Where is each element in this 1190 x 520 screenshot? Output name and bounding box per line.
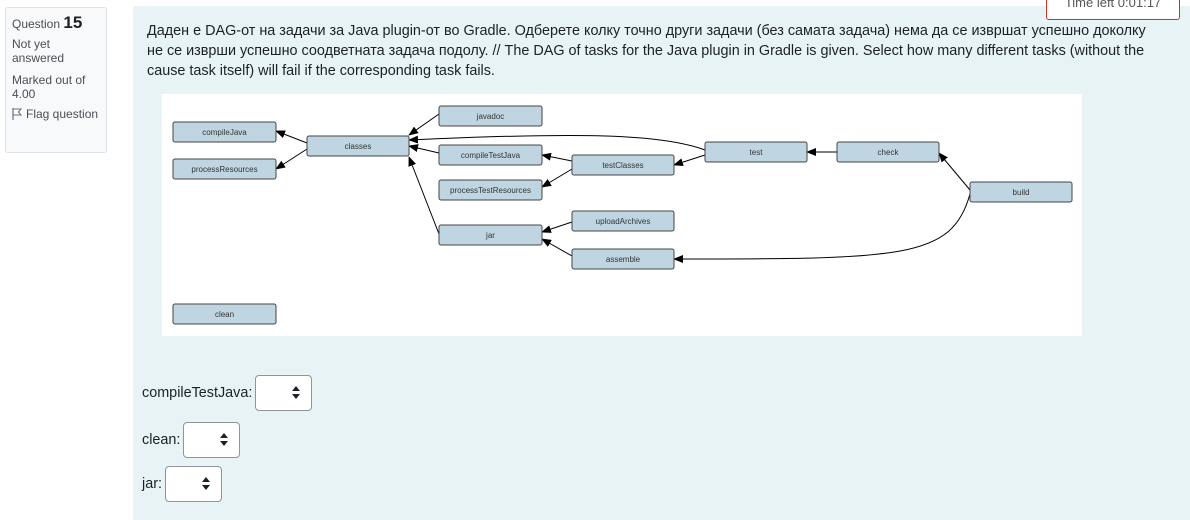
answer-select-clean[interactable] [183, 422, 241, 458]
dag-node-box [836, 141, 940, 163]
dag-edge-assemble-to-jar [541, 238, 573, 257]
dag-node-label: compileTestJava [461, 151, 521, 160]
dag-node-assemble: assemble [571, 248, 675, 270]
select-arrows-icon [292, 386, 301, 403]
dag-node-label: assemble [606, 255, 641, 264]
dag-node-box [438, 105, 543, 127]
dag-edge-test-to-testclasses [673, 154, 706, 167]
dag-node-label: test [750, 148, 764, 157]
answer-row-jar: jar: [142, 466, 222, 502]
question-marks: Marked out of 4.00 [12, 73, 86, 101]
question-info-panel: Question 15 Not yet answered Marked out … [5, 7, 107, 153]
dag-node-box [571, 210, 675, 232]
flag-icon [12, 108, 22, 120]
dag-node-box [438, 144, 543, 166]
task-dag-diagram: compileJava processResources classes javado… [162, 94, 1082, 336]
dag-edge-classes-to-compilejava [275, 130, 308, 144]
dag-node-jar: jar [438, 224, 543, 246]
dag-edge-jar-to-classes [408, 156, 440, 235]
dag-edge-build-to-assemble [673, 193, 971, 263]
dag-node-box [438, 179, 543, 201]
answer-select-compiletestjava[interactable] [255, 375, 313, 411]
question-text: Даден е DAG-от на задачи за Java plugin-… [147, 23, 1146, 79]
dag-edge-javadoc-to-classes [408, 113, 440, 136]
dag-edge-uploadarchives-to-jar [541, 221, 573, 233]
answer-label: compileTestJava: [142, 385, 253, 401]
dag-edge-classes-to-processresources [275, 148, 308, 170]
dag-edge-build-to-check [938, 152, 971, 191]
dag-node-box [172, 303, 277, 325]
answer-row-compiletestjava: compileTestJava: [142, 375, 313, 411]
dag-node-processtestresources: processTestResources [438, 179, 543, 201]
dag-node-uploadarchives: uploadArchives [571, 210, 675, 232]
dag-node-box [172, 158, 277, 180]
dag-node-clean: clean [172, 303, 277, 325]
dag-node-box [438, 224, 543, 246]
question-status: Not yet answered [12, 37, 65, 65]
dag-node-box [969, 181, 1073, 203]
dag-edge-test-to-classes [408, 134, 706, 151]
dag-edge-compiletestjava-to-classes [408, 144, 440, 154]
dag-node-test: test [704, 141, 808, 163]
dag-node-label: clean [215, 310, 234, 319]
dag-node-check: check [836, 141, 940, 163]
dag-node-classes: classes [306, 135, 410, 157]
dag-node-processresources: processResources [172, 158, 277, 180]
dag-node-label: jar [485, 231, 495, 240]
dag-node-label: classes [345, 142, 372, 151]
dag-node-label: compileJava [202, 128, 247, 137]
dag-node-testclasses: testClasses [571, 154, 675, 176]
dag-node-box [571, 154, 675, 176]
answer-row-clean: clean: [142, 422, 241, 458]
dag-node-javadoc: javadoc [438, 105, 543, 127]
dag-node-build: build [969, 181, 1073, 203]
dag-node-label: testClasses [602, 161, 643, 170]
dag-node-box [172, 121, 277, 143]
quiz-timer: Time left 0:01:17 [1046, 0, 1180, 20]
question-content: Time left 0:01:17 Даден е DAG-от на зада… [133, 0, 1190, 520]
dag-node-box [704, 141, 808, 163]
answer-label: clean: [142, 432, 181, 448]
answer-select-jar[interactable] [165, 466, 222, 502]
dag-edge-testclasses-to-compiletestjava [541, 152, 573, 162]
dag-node-box [306, 135, 410, 157]
dag-node-label: javadoc [476, 112, 505, 121]
select-arrows-icon [202, 477, 210, 494]
flag-question-link[interactable]: Flag question [12, 107, 100, 121]
dag-node-label: processResources [191, 165, 257, 174]
dag-node-compiletestjava: compileTestJava [438, 144, 543, 166]
select-arrows-icon [220, 433, 229, 450]
dag-node-label: uploadArchives [596, 217, 651, 226]
flag-question-label: Flag question [26, 107, 99, 121]
dag-node-label: processTestResources [450, 186, 531, 195]
answer-label: jar: [142, 476, 162, 492]
dag-node-compilejava: compileJava [172, 121, 277, 143]
dag-node-label: build [1013, 188, 1030, 197]
dag-node-box [571, 248, 675, 270]
dag-edge-testclasses-to-processtestresources [541, 168, 573, 188]
dag-node-label: check [878, 148, 900, 157]
question-number: Question 15 [12, 13, 83, 32]
